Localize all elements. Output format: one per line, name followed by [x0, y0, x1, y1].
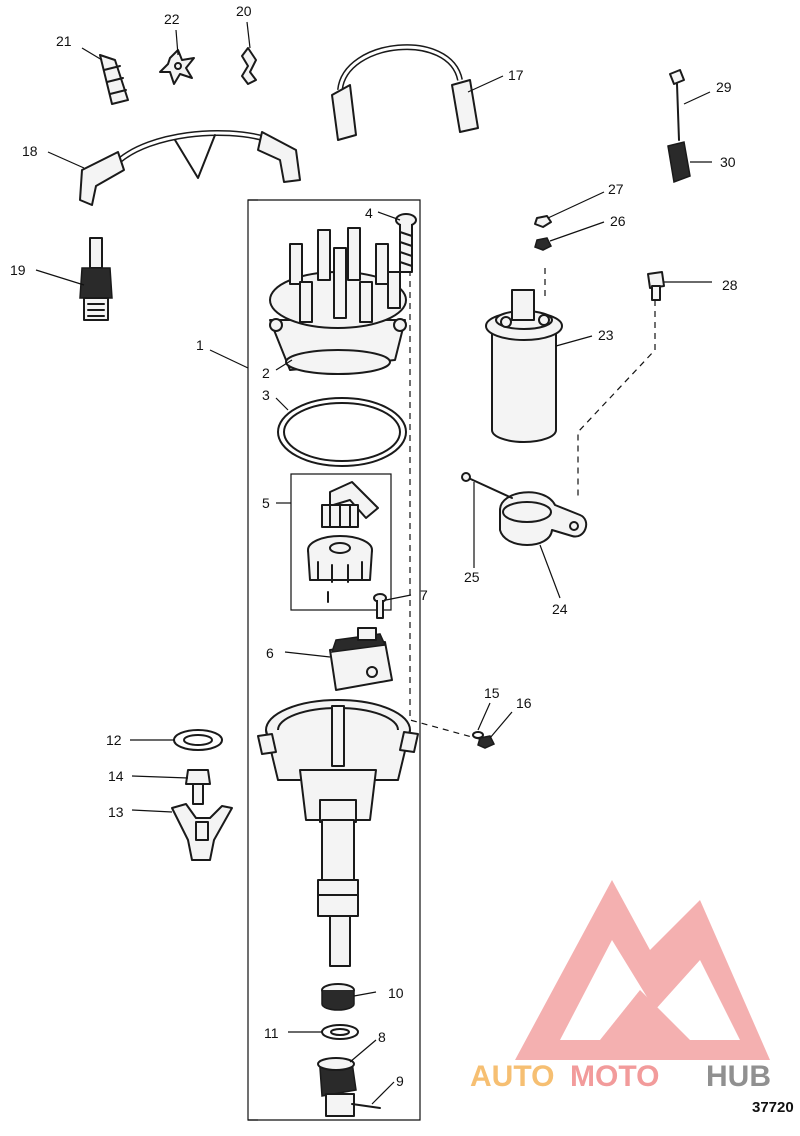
- lock-washer-15: [472, 731, 484, 739]
- callout-8: 8: [378, 1029, 386, 1045]
- coil-lead-wire-17: [331, 44, 479, 141]
- callout-13: 13: [108, 804, 124, 820]
- callout-28: 28: [722, 277, 738, 293]
- nut-27: [534, 215, 552, 228]
- callout-7: 7: [420, 587, 428, 603]
- distributor-housing: [257, 699, 419, 967]
- automotohub-logo: AUTO MOTO HUB: [470, 880, 771, 1093]
- gasket-12: [173, 729, 223, 751]
- callout-17: 17: [508, 67, 524, 83]
- bracket-bolt-alignment-line: [577, 300, 656, 500]
- callout-6: 6: [266, 645, 274, 661]
- callout-15: 15: [484, 685, 500, 701]
- rotor-kit-5: [290, 473, 392, 611]
- callout-2: 2: [262, 365, 270, 381]
- ground-strap-29: [669, 69, 685, 141]
- washer-11: [321, 1024, 359, 1040]
- callout-27: 27: [608, 181, 624, 197]
- callout-24: 24: [552, 601, 568, 617]
- logo-text-hub: HUB: [706, 1060, 771, 1093]
- wire-separator-clip-21: [99, 54, 129, 105]
- hold-down-bolt-14: [185, 769, 211, 805]
- cap-screw-4: [395, 213, 417, 273]
- screw-7: [373, 593, 387, 619]
- ignition-coil-23: [485, 289, 563, 443]
- callout-26: 26: [610, 213, 626, 229]
- nut-26: [534, 237, 553, 251]
- nut-16: [477, 735, 496, 749]
- roll-pin-9: [351, 1103, 381, 1109]
- callout-20: 20: [236, 3, 252, 19]
- callout-4: 4: [365, 205, 373, 221]
- assembly-box: [248, 199, 421, 1121]
- coil-bracket-24: [499, 491, 588, 546]
- callout-10: 10: [388, 985, 404, 1001]
- callout-labels: 1 2 3 4 5 6 7 8 9 10 11 12 13 14 15 16 1…: [10, 3, 738, 1089]
- callout-22: 22: [164, 11, 180, 27]
- callout-5: 5: [262, 495, 270, 511]
- callout-29: 29: [716, 79, 732, 95]
- spark-plug-19: [79, 237, 113, 321]
- callout-14: 14: [108, 768, 124, 784]
- bolt-28: [647, 271, 665, 301]
- wire-clip-30: [667, 141, 691, 184]
- hold-down-clamp-13: [171, 803, 233, 861]
- spark-plug-wire-18: [79, 129, 301, 206]
- bushing-10: [321, 983, 355, 1011]
- figure-number: 37720: [752, 1099, 794, 1116]
- assembly-bracket: [247, 199, 258, 1121]
- drive-gear-8: [317, 1057, 357, 1117]
- callout-16: 16: [516, 695, 532, 711]
- star-wire-clip-22: [159, 49, 195, 85]
- callout-3: 3: [262, 387, 270, 403]
- bolt-alignment-line: [409, 270, 491, 743]
- logo-text-auto: AUTO: [470, 1060, 554, 1093]
- callout-1: 1: [196, 337, 204, 353]
- cap-seal-ring-3: [277, 397, 407, 467]
- callout-9: 9: [396, 1073, 404, 1089]
- callout-21: 21: [56, 33, 72, 49]
- callout-19: 19: [10, 262, 26, 278]
- callout-30: 30: [720, 154, 736, 170]
- ignition-module-6: [329, 627, 393, 691]
- callout-23: 23: [598, 327, 614, 343]
- bolt-25: [461, 472, 513, 499]
- callout-11: 11: [264, 1025, 279, 1041]
- callout-12: 12: [106, 732, 122, 748]
- distributor-cap-2: [269, 227, 407, 375]
- callout-18: 18: [22, 143, 38, 159]
- logo-text-moto: MOTO: [570, 1060, 659, 1093]
- callout-25: 25: [464, 569, 480, 585]
- leader-lines: [35, 21, 712, 1105]
- hook-clip-20: [241, 47, 257, 85]
